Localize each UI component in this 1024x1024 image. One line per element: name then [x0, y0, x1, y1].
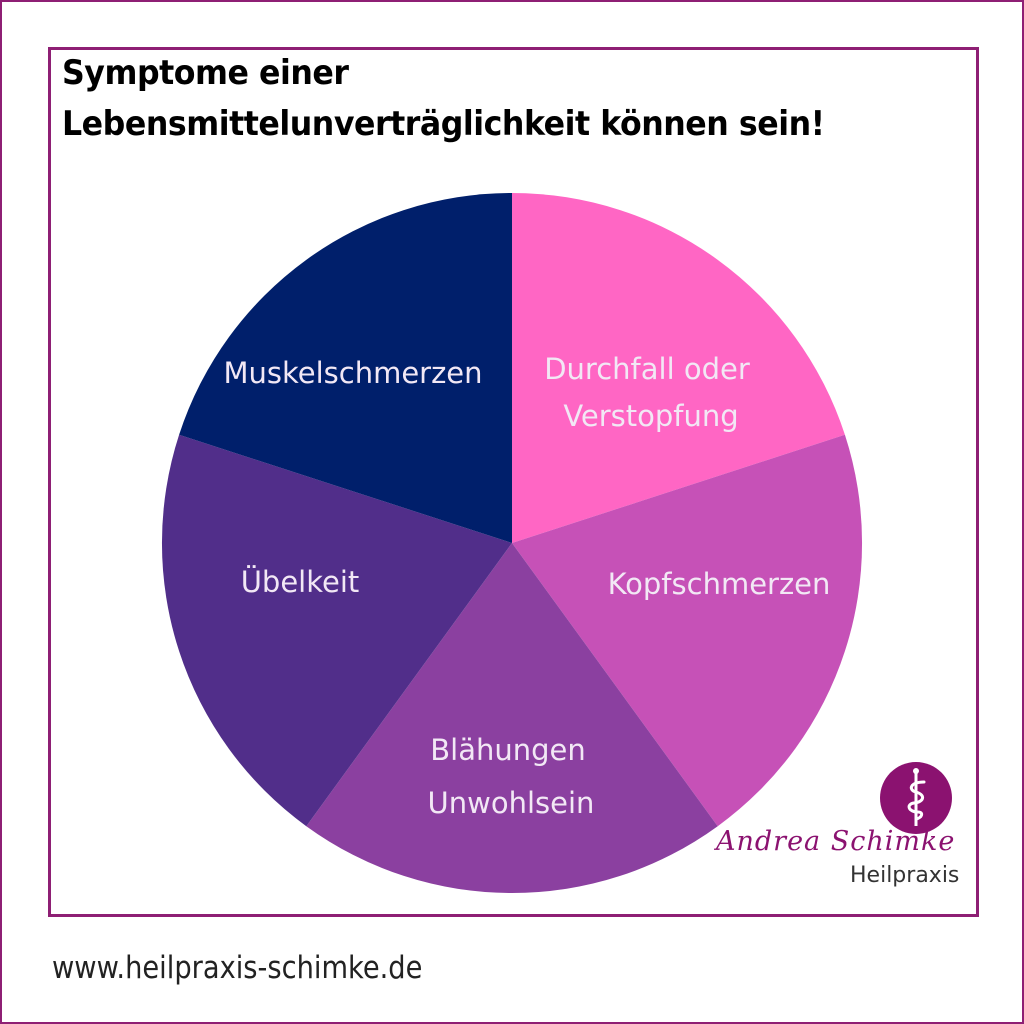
- slice-blaehungen: [306, 543, 718, 894]
- title-line-2: Lebensmittelunverträglichkeit können sei…: [62, 104, 825, 144]
- page-title: Symptome einer Lebensmittelunverträglich…: [62, 48, 825, 150]
- slice-uebelkeit: [161, 434, 512, 827]
- label-kopfschmerzen: Kopfschmerzen: [608, 567, 831, 601]
- rod-of-asclepius-icon: [880, 762, 952, 834]
- label-blaehungen-1: Blähungen: [430, 733, 586, 767]
- slice-muskelschmerzen: [179, 193, 512, 543]
- brand-subtitle: Heilpraxis: [850, 863, 960, 888]
- website-url: www.heilpraxis-schimke.de: [52, 950, 423, 986]
- label-blaehungen-2: Unwohlsein: [428, 786, 595, 820]
- label-durchfall-2: Verstopfung: [563, 399, 738, 433]
- label-uebelkeit: Übelkeit: [241, 565, 360, 599]
- slice-durchfall: [512, 193, 845, 543]
- inner-frame: [48, 47, 979, 917]
- slice-kopfschmerzen: [512, 434, 863, 827]
- title-line-1: Symptome einer: [62, 53, 349, 93]
- label-durchfall-1: Durchfall oder: [544, 352, 750, 386]
- label-muskelschmerzen: Muskelschmerzen: [223, 356, 482, 390]
- brand-name: Andrea Schimke: [716, 826, 956, 857]
